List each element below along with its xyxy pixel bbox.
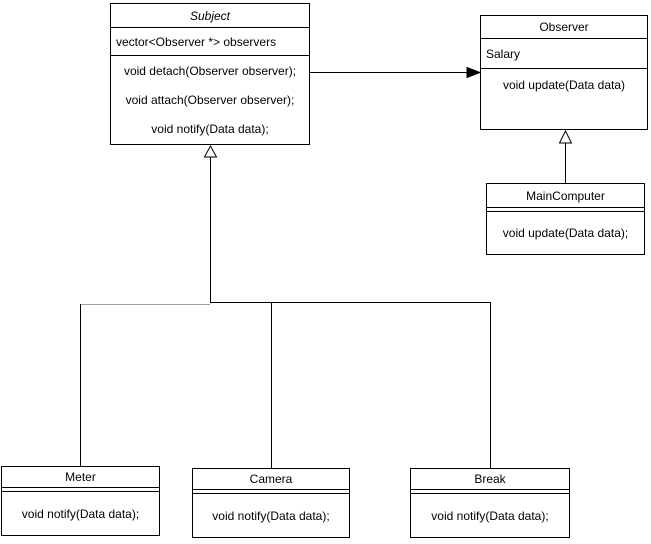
empty-attribute-divider bbox=[193, 490, 349, 494]
class-camera: Camera void notify(Data data); bbox=[192, 468, 350, 538]
class-break-title: Break bbox=[411, 469, 569, 490]
class-subject-method: void attach(Observer observer); bbox=[125, 92, 295, 107]
empty-attribute-divider bbox=[2, 488, 159, 492]
hollow-triangle-icon bbox=[203, 144, 218, 158]
class-subject-attribute: vector<Observer *> observers bbox=[111, 28, 309, 56]
class-break: Break void notify(Data data); bbox=[410, 468, 570, 538]
empty-attribute-divider bbox=[411, 490, 569, 494]
class-observer-method: void update(Data data) bbox=[502, 78, 626, 92]
class-maincomputer-method: void update(Data data); bbox=[502, 226, 629, 240]
class-observer-methods: void update(Data data) bbox=[481, 69, 647, 129]
filled-arrowhead-icon bbox=[466, 66, 482, 79]
class-maincomputer: MainComputer void update(Data data); bbox=[486, 183, 645, 255]
class-maincomputer-title: MainComputer bbox=[487, 184, 644, 208]
class-camera-methods: void notify(Data data); bbox=[193, 494, 349, 537]
class-subject-title: Subject bbox=[111, 4, 309, 28]
class-subject: Subject vector<Observer *> observers voi… bbox=[110, 3, 310, 145]
class-break-methods: void notify(Data data); bbox=[411, 494, 569, 537]
class-observer-attribute: Salary bbox=[481, 39, 647, 69]
hollow-triangle-icon bbox=[558, 129, 573, 144]
class-observer: Observer Salary void update(Data data) bbox=[480, 15, 648, 130]
class-meter: Meter void notify(Data data); bbox=[1, 466, 160, 536]
empty-attribute-divider bbox=[487, 208, 644, 212]
inheritance-edge-maincomputer-observer bbox=[558, 129, 573, 183]
class-maincomputer-methods: void update(Data data); bbox=[487, 212, 644, 254]
class-camera-method: void notify(Data data); bbox=[212, 508, 330, 523]
class-meter-title: Meter bbox=[2, 467, 159, 488]
class-subject-method: void detach(Observer observer); bbox=[123, 63, 297, 78]
class-subject-method: void notify(Data data); bbox=[151, 122, 269, 137]
association-edge-subject-observer bbox=[310, 66, 482, 79]
class-break-method: void notify(Data data); bbox=[431, 508, 549, 523]
class-camera-title: Camera bbox=[193, 469, 349, 490]
class-subject-methods: void detach(Observer observer); void att… bbox=[111, 56, 309, 144]
class-meter-method: void notify(Data data); bbox=[21, 506, 140, 521]
inheritance-edge-trunk-subject bbox=[203, 144, 218, 303]
class-meter-methods: void notify(Data data); bbox=[2, 492, 159, 535]
class-observer-title: Observer bbox=[481, 16, 647, 39]
